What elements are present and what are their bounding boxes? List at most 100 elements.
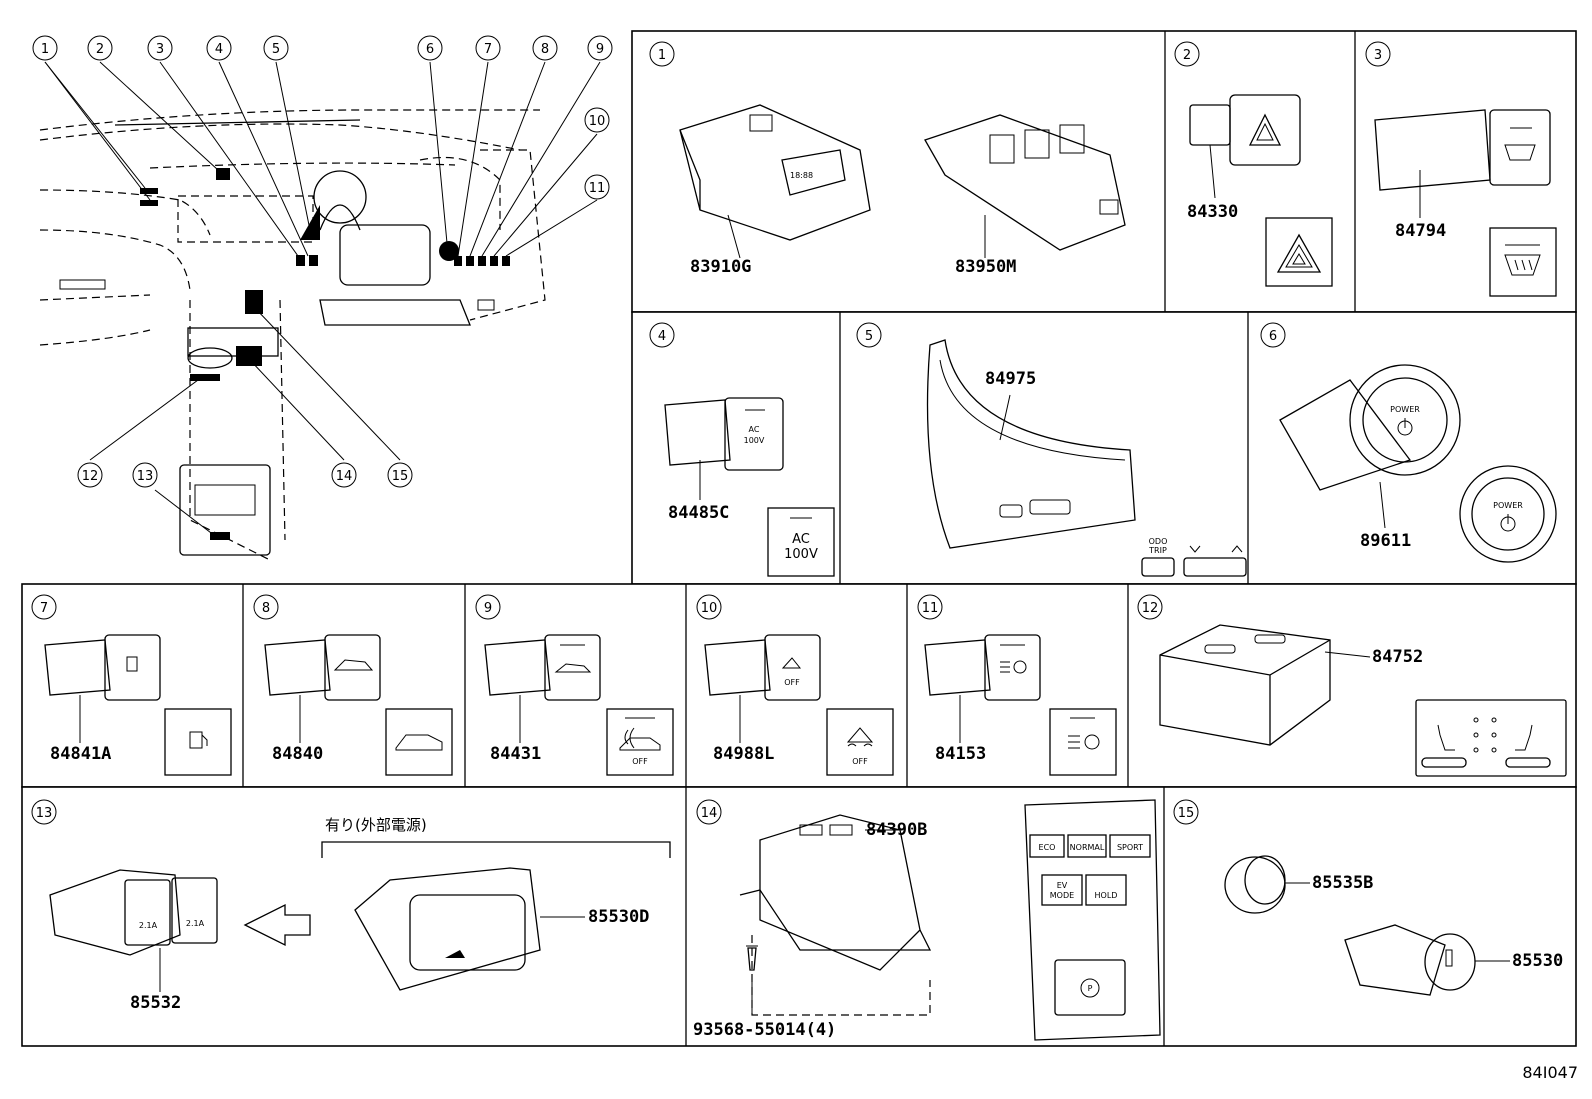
- svg-text:2: 2: [96, 42, 104, 57]
- svg-text:SPORT: SPORT: [1117, 843, 1143, 852]
- svg-text:15: 15: [392, 469, 409, 484]
- svg-text:4: 4: [215, 42, 223, 57]
- part-85535B: 85535B: [1312, 873, 1373, 893]
- svg-text:1: 1: [658, 48, 666, 63]
- svg-text:11: 11: [922, 601, 939, 616]
- callout-1: 1: [32, 35, 58, 61]
- svg-text:8: 8: [541, 42, 549, 57]
- clearance-sonar-switch: [484, 634, 601, 701]
- svg-text:NORMAL: NORMAL: [1070, 843, 1105, 852]
- svg-text:15: 15: [1178, 806, 1195, 821]
- svg-text:5: 5: [272, 42, 280, 57]
- svg-text:HOLD: HOLD: [1095, 891, 1118, 900]
- svg-text:POWER: POWER: [1493, 501, 1523, 510]
- vsc-off-switch: OFF: [704, 634, 821, 701]
- part-84975: 84975: [985, 369, 1036, 389]
- clearance-sonar-off-icon: OFF: [606, 708, 674, 776]
- svg-text:12: 12: [82, 469, 99, 484]
- svg-text:8: 8: [262, 601, 270, 616]
- panel-13: 13 2.1A 2.1A 85532 有り(外部電源) 85530D: [31, 799, 671, 1013]
- screw: [746, 945, 758, 971]
- panel-10: 10 OFF 84988L OFF: [696, 594, 894, 776]
- part-83910G: 83910G: [690, 257, 751, 277]
- part-84988L: 84988L: [713, 744, 774, 764]
- callout-12: 12: [77, 462, 103, 488]
- panel-15: 15 85535B 85530: [1173, 799, 1563, 996]
- svg-text:13: 13: [36, 806, 53, 821]
- switch-bezel-assembly: [924, 114, 1126, 251]
- dashboard-overview: [39, 61, 601, 561]
- rear-defogger-icon: [1489, 227, 1557, 297]
- option-bracket: [321, 841, 671, 858]
- svg-text:EV: EV: [1057, 881, 1068, 890]
- callout-4: 4: [206, 35, 232, 61]
- external-power-outlet: [354, 867, 541, 991]
- part-85530: 85530: [1512, 951, 1563, 971]
- part-84752: 84752: [1372, 647, 1423, 667]
- panel-11: 11 84153: [917, 594, 1117, 776]
- diagram-id: 84I047: [1522, 1063, 1578, 1082]
- overview-callouts: 1 2 3 4 5 6 7 8 9 10 11 12 13 14 15: [32, 35, 613, 488]
- part-84840: 84840: [272, 744, 323, 764]
- svg-text:18:88: 18:88: [790, 171, 813, 180]
- svg-text:100V: 100V: [744, 436, 765, 445]
- vsc-off-icon: OFF: [826, 708, 894, 776]
- svg-text:6: 6: [1269, 329, 1277, 344]
- svg-text:11: 11: [589, 181, 606, 196]
- callout-7: 7: [475, 35, 501, 61]
- panel-grid: [21, 30, 1577, 1047]
- svg-text:10: 10: [589, 114, 606, 129]
- svg-text:POWER: POWER: [1390, 405, 1420, 414]
- part-84431: 84431: [490, 744, 541, 764]
- svg-text:2.1A: 2.1A: [139, 921, 158, 930]
- svg-text:3: 3: [1374, 48, 1382, 63]
- svg-text:3: 3: [156, 42, 164, 57]
- auto-high-beam-switch: [924, 634, 1041, 701]
- panel-2: 2 84330: [1174, 41, 1333, 287]
- panel-12: 12 84752: [1137, 594, 1567, 777]
- panel-14: 14 84390B 93568-55014(4) ECO NORMAL SPOR…: [693, 799, 1161, 1041]
- panel-4: 4 AC 100V 84485C AC 100V: [649, 322, 835, 577]
- seat-heater-icon: [1415, 699, 1567, 777]
- part-84330: 84330: [1187, 202, 1238, 222]
- panel-3: 3 84794: [1365, 41, 1557, 297]
- panel-5: 5 84975 ODO TRIP: [856, 322, 1247, 577]
- callout-3: 3: [147, 35, 173, 61]
- panel-1: 1 18:88 83910G 83950M: [649, 41, 1126, 277]
- ac100v-icon: AC 100V: [767, 507, 835, 577]
- svg-text:ECO: ECO: [1039, 843, 1056, 852]
- svg-text:P: P: [1088, 984, 1093, 993]
- part-93568-55014: 93568-55014(4): [693, 1020, 836, 1040]
- seat-heater-switch: [1159, 624, 1331, 746]
- part-85530D: 85530D: [588, 907, 649, 927]
- part-84485C: 84485C: [668, 503, 729, 523]
- odo-trip-buttons: ODO TRIP: [1141, 537, 1247, 577]
- part-84794: 84794: [1395, 221, 1446, 241]
- trunk-opener-switch: [264, 634, 381, 701]
- svg-text:10: 10: [701, 601, 718, 616]
- callout-13: 13: [132, 462, 158, 488]
- svg-text:ODO: ODO: [1149, 537, 1168, 546]
- svg-text:2: 2: [1183, 48, 1191, 63]
- svg-text:2.1A: 2.1A: [186, 919, 205, 928]
- part-84841A: 84841A: [50, 744, 111, 764]
- callout-6: 6: [417, 35, 443, 61]
- option-note: 有り(外部電源): [325, 816, 427, 834]
- callout-5: 5: [263, 35, 289, 61]
- part-83950M: 83950M: [955, 257, 1016, 277]
- svg-text:7: 7: [484, 42, 492, 57]
- svg-text:AC: AC: [749, 425, 760, 434]
- svg-text:12: 12: [1142, 601, 1159, 616]
- power-icon: POWER: [1459, 465, 1557, 563]
- callout-2: 2: [87, 35, 113, 61]
- panel-6: 6 POWER 89611 POWER: [1260, 322, 1557, 563]
- svg-text:9: 9: [484, 601, 492, 616]
- clock-switch-assembly: 18:88: [679, 104, 871, 241]
- power-switch: POWER: [1279, 364, 1461, 491]
- panel-9: 9 84431 OFF: [475, 594, 674, 776]
- console-switch-assembly: [739, 814, 932, 971]
- ac100v-switch: AC 100V: [664, 397, 784, 471]
- callout-10: 10: [584, 107, 610, 133]
- auto-high-beam-icon: [1049, 708, 1117, 776]
